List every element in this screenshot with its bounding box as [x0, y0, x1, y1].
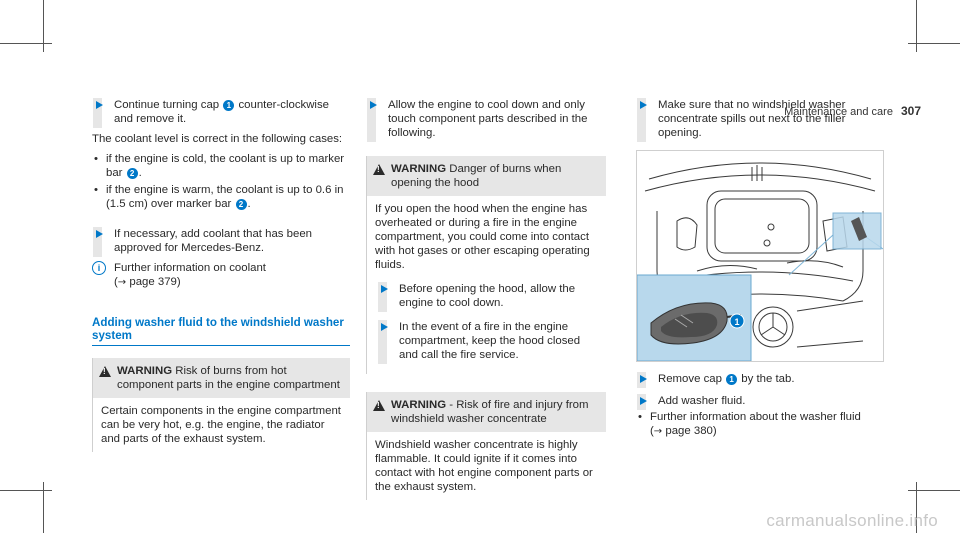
link-arrow-icon: →	[653, 426, 663, 437]
step-remove-cap: Remove cap 1 by the tab.	[636, 372, 882, 388]
callout-badge: 1	[223, 100, 235, 111]
warning-title: WARNING - Risk of fire and injury from w…	[367, 392, 606, 432]
info-icon: i	[92, 261, 106, 275]
warning-icon	[99, 366, 111, 377]
crop-mark	[0, 490, 52, 491]
warning-icon	[373, 164, 385, 175]
column-middle: Allow the engine to cool down and only t…	[366, 98, 606, 500]
page-link[interactable]: page 380	[665, 425, 713, 437]
figure-callout-label: 1	[734, 317, 739, 327]
warning-body: Windshield washer concentrate is highly …	[375, 439, 593, 493]
warning-step: In the event of a fire in the engine com…	[377, 320, 598, 364]
crop-mark	[916, 482, 917, 533]
page-link[interactable]: page 379	[129, 276, 177, 288]
warning-box: WARNING - Risk of fire and injury from w…	[366, 392, 606, 500]
warning-icon	[373, 400, 385, 411]
warning-box: WARNING Risk of burns from hot component…	[92, 358, 350, 452]
warning-step: Before opening the hood, allow the engin…	[377, 282, 598, 312]
step-arrow-icon	[640, 397, 647, 405]
callout-badge: 2	[235, 199, 247, 210]
warning-title: WARNING Danger of burns when opening the…	[367, 156, 606, 196]
step-arrow-icon	[640, 101, 647, 109]
callout-circle	[729, 313, 745, 329]
info-note: i Further information on coolant (→ page…	[92, 261, 350, 290]
running-header: Maintenance and care 307	[784, 104, 921, 119]
warning-title: WARNING Risk of burns from hot component…	[93, 358, 350, 398]
watermark: carmanualsonline.info	[766, 511, 938, 530]
coolant-intro: The coolant level is correct in the foll…	[92, 133, 343, 145]
crop-mark	[908, 43, 960, 44]
column-left: Continue turning cap 1 counter-clockwise…	[92, 98, 350, 452]
step-arrow-icon	[640, 375, 647, 383]
step-no-spill: Make sure that no windshield washer conc…	[636, 98, 882, 142]
step-add-washer-fluid: Add washer fluid.	[636, 394, 882, 410]
list-item: if the engine is cold, the coolant is up…	[92, 152, 350, 180]
section-title: Maintenance and care	[784, 106, 893, 118]
link-arrow-icon: →	[117, 277, 127, 288]
crop-mark	[0, 43, 52, 44]
step-arrow-icon	[96, 101, 103, 109]
crop-mark	[908, 490, 960, 491]
crop-mark	[916, 0, 917, 52]
section-heading: Adding washer fluid to the windshield wa…	[92, 316, 350, 346]
engine-illustration: 1	[637, 162, 883, 361]
step-turn-cap: Continue turning cap 1 counter-clockwise…	[92, 98, 350, 128]
step-add-coolant: If necessary, add coolant that has been …	[92, 227, 350, 257]
warning-body: Certain components in the engine compart…	[101, 405, 341, 445]
crop-mark	[43, 0, 44, 52]
step-arrow-icon	[381, 285, 388, 293]
callout-badge: 2	[126, 168, 138, 179]
step-arrow-icon	[370, 101, 377, 109]
list-item: if the engine is warm, the coolant is up…	[92, 183, 350, 211]
warning-box: WARNING Danger of burns when opening the…	[366, 156, 606, 374]
list-item: Further information about the washer flu…	[636, 410, 882, 439]
engine-compartment-figure: 1	[636, 150, 884, 362]
warning-body: If you open the hood when the engine has…	[367, 196, 606, 374]
column-right: Make sure that no windshield washer conc…	[636, 98, 884, 442]
step-arrow-icon	[96, 230, 103, 238]
step-cool-down: Allow the engine to cool down and only t…	[366, 98, 606, 142]
step-arrow-icon	[381, 323, 388, 331]
crop-mark	[43, 482, 44, 533]
callout-badge: 1	[726, 374, 738, 385]
page-number: 307	[900, 104, 921, 118]
